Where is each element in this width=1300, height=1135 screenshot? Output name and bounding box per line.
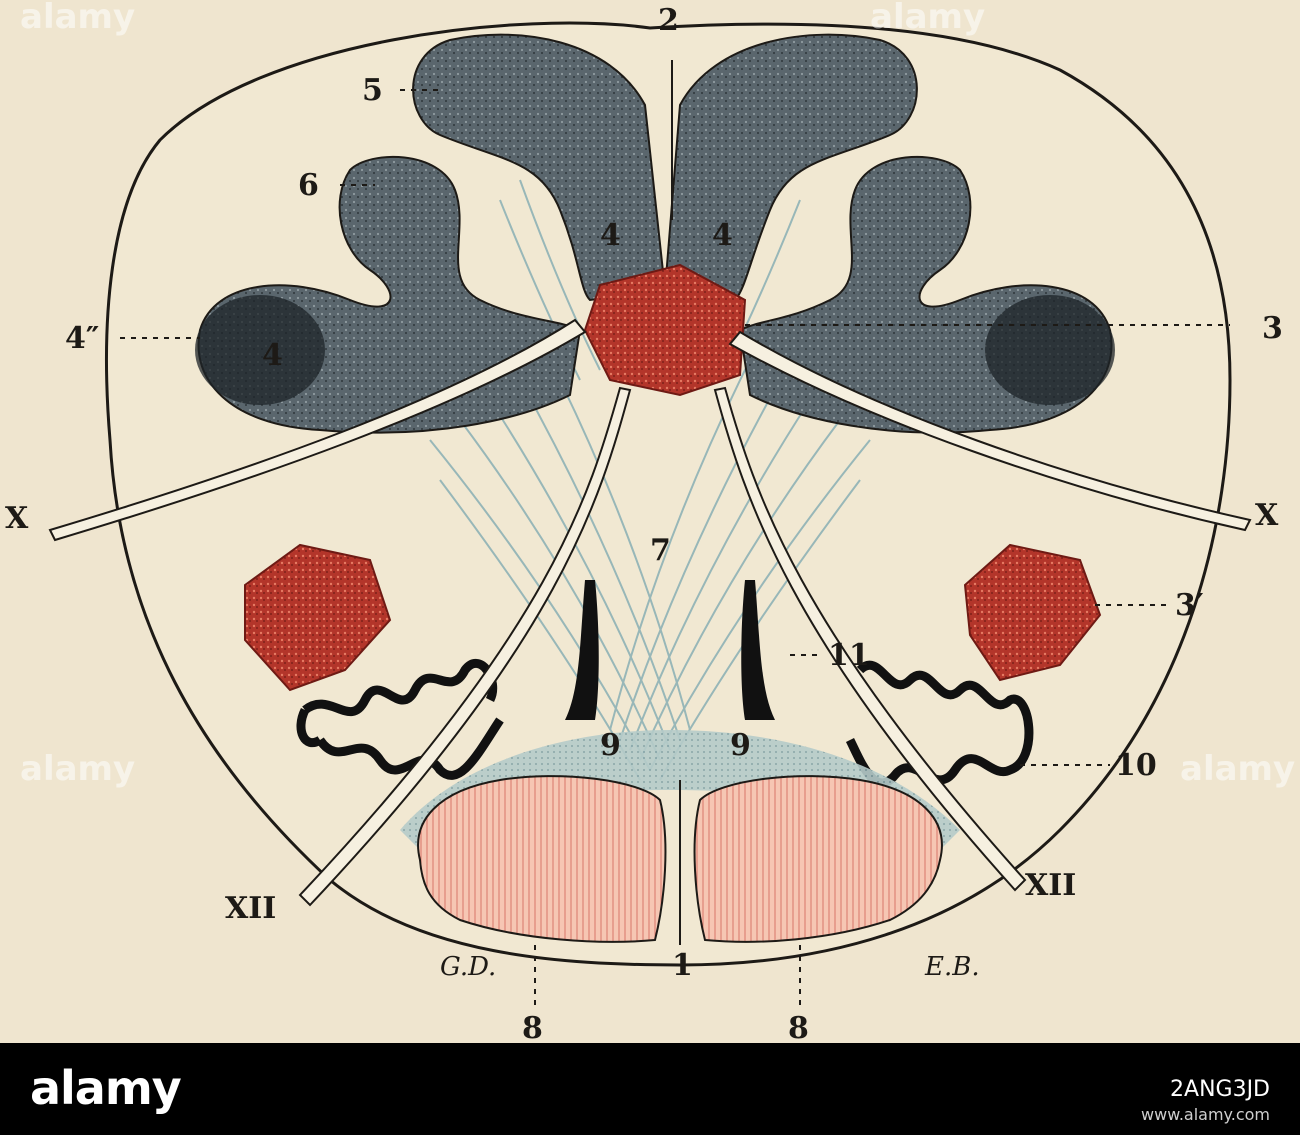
label-7: 7 bbox=[650, 533, 671, 568]
leader-lines bbox=[120, 89, 1230, 1010]
watermark-4: alamy bbox=[1180, 749, 1295, 789]
engraver-signature-right: E.B. bbox=[924, 952, 980, 982]
label-9-right: 9 bbox=[730, 728, 751, 763]
section-outline bbox=[105, 21, 1232, 967]
black-band-left bbox=[565, 580, 599, 720]
engraver-signature-left: G.D. bbox=[440, 952, 496, 982]
label-4-double-prime: 4″ bbox=[65, 321, 99, 356]
label-9-left: 9 bbox=[600, 728, 621, 763]
pyramid-right bbox=[693, 775, 943, 943]
label-11: 11 bbox=[828, 638, 870, 673]
nucleus-red-left bbox=[244, 543, 392, 692]
label-6: 6 bbox=[298, 168, 319, 203]
label-8-right: 8 bbox=[788, 1011, 809, 1043]
label-3: 3 bbox=[1262, 311, 1283, 346]
nerve-roots bbox=[48, 318, 1252, 907]
label-X-right: X bbox=[1255, 498, 1279, 533]
label-XII-left: XII bbox=[225, 891, 276, 926]
watermark-1: alamy bbox=[20, 0, 135, 37]
watermark-3: alamy bbox=[870, 0, 985, 37]
label-3-prime: 3′ bbox=[1175, 588, 1204, 623]
olive-right bbox=[845, 660, 1034, 788]
pyramid-left bbox=[417, 775, 667, 943]
label-4-a: 4 bbox=[600, 218, 621, 253]
black-band-right bbox=[741, 580, 775, 720]
label-XII-right: XII bbox=[1025, 868, 1076, 903]
nucleus-gray-right-upper bbox=[663, 33, 918, 302]
label-2: 2 bbox=[658, 3, 679, 38]
watermark-2: alamy bbox=[20, 749, 135, 789]
brand-logo: alamy bbox=[30, 1061, 182, 1115]
nucleus-red-right bbox=[963, 543, 1102, 682]
label-5: 5 bbox=[362, 73, 383, 108]
stock-image-id: 2ANG3JD bbox=[1170, 1077, 1270, 1102]
stock-footer-bar: alamy 2ANG3JD www.alamy.com bbox=[0, 1043, 1300, 1135]
label-8-left: 8 bbox=[522, 1011, 543, 1043]
label-4-b: 4 bbox=[712, 218, 733, 253]
label-4-c: 4 bbox=[262, 338, 283, 373]
site-url: www.alamy.com bbox=[1141, 1105, 1270, 1124]
label-X-left: X bbox=[5, 501, 29, 536]
anatomical-figure: alamy alamy alamy alamy 2 5 6 4″ 3 X X 7… bbox=[5, 0, 1296, 1043]
label-1: 1 bbox=[672, 948, 693, 983]
nucleus-gray-left-upper bbox=[412, 33, 667, 302]
olive-left bbox=[296, 659, 504, 780]
nucleus-red-central bbox=[583, 263, 747, 397]
label-10: 10 bbox=[1115, 748, 1157, 783]
